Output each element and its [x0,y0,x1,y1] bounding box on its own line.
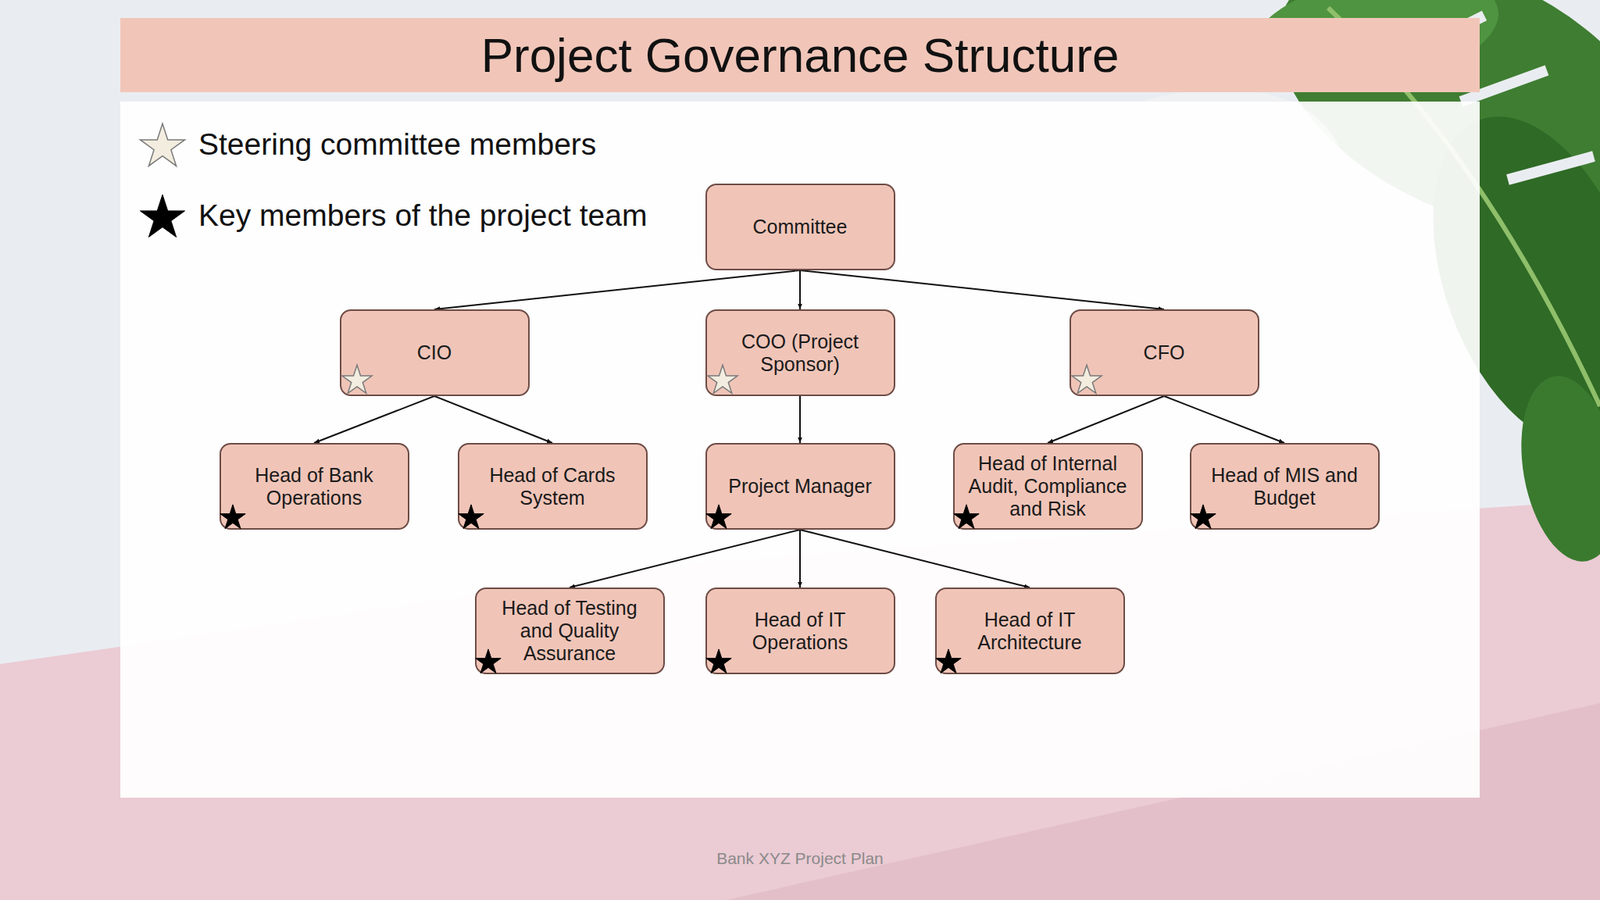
star-shape [139,123,185,166]
box-label: CIO [417,341,452,365]
legend-item: Key members of the project team [137,190,647,241]
legend-text: Key members of the project team [198,198,647,233]
footer-text: Bank XYZ Project Plan [0,849,1600,868]
steering-star [705,361,740,397]
org-box: CIO [339,309,530,397]
org-box: Head of IT Architecture [935,587,1125,675]
connector [799,529,801,588]
title-bar [120,17,1480,93]
star-shape [707,364,737,393]
connector [1164,396,1285,443]
org-box: Head of Cards System [457,442,648,530]
key-member-star [703,646,734,676]
star-shape [705,649,731,674]
box-label: Head of Cards System [471,464,634,510]
connector [434,396,553,443]
connector [799,396,801,443]
org-box: Head of Internal Audit, Compliance and R… [953,442,1143,530]
star-shape [935,649,961,674]
key-member-star [933,646,964,676]
key-member-star [951,501,982,532]
org-box: Head of Bank Operations [219,442,410,530]
star-shape [475,649,500,674]
box-label: Head of Bank Operations [233,464,396,510]
box-label: Head of IT Architecture [949,608,1111,654]
steering-star [137,119,188,170]
org-box: Committee [705,183,896,271]
leaf [1507,367,1600,569]
box-label: COO (Project Sponsor) [719,330,882,376]
star-shape [1189,504,1215,529]
key-member-star [473,646,504,676]
connector [799,270,801,310]
org-box: COO (Project Sponsor) [705,309,896,397]
box-label: Head of Internal Audit, Compliance and R… [967,452,1129,520]
key-member-star [217,501,248,532]
connector [569,529,800,588]
org-box: CFO [1069,309,1260,397]
org-box: Head of MIS and Budget [1189,442,1380,530]
box-label: Head of IT Operations [719,608,882,654]
legend-item: Steering committee members [137,119,597,170]
legend-text: Steering committee members [198,127,597,162]
org-box: Head of IT Operations [705,587,896,675]
slide-title: Project Governance Structure [120,17,1480,93]
connector [800,270,1165,310]
key-member-star [703,501,734,532]
box-label: Head of Testing and Quality Assurance [489,596,651,665]
star-shape [139,194,185,237]
key-member-star [1188,501,1218,532]
key-member-star [456,501,486,532]
org-box: Head of Testing and Quality Assurance [475,587,665,675]
connector [800,529,1030,588]
content-panel [120,101,1480,798]
box-label: Head of MIS and Budget [1203,464,1366,510]
connector [314,396,435,443]
star-shape [705,504,731,529]
steering-star [1069,361,1104,397]
steering-star [339,361,375,397]
org-box: Project Manager [705,442,896,530]
star-shape [953,504,979,529]
key-member-star [137,190,188,241]
connector [1047,396,1165,443]
star-shape [457,504,483,529]
box-label: Committee [753,215,848,239]
box-label: Project Manager [728,475,872,498]
connector [434,270,800,310]
star-shape [1071,364,1101,393]
box-label: CFO [1143,341,1186,365]
star-shape [341,364,372,393]
star-shape [219,504,245,529]
